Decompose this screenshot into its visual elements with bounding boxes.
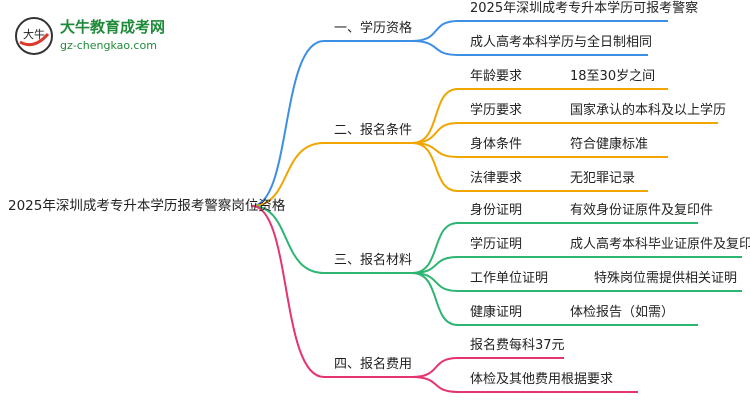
- logo-mark-text: 大牛: [23, 27, 45, 41]
- item-text-1-2: 成人高考本科学历与全日制相同: [470, 35, 653, 50]
- logo-name: 大牛教育成考网: [60, 18, 166, 36]
- item-connector-3-3: [411, 272, 742, 292]
- item-connector-2-4: [411, 142, 648, 192]
- logo-mark-icon: 大牛: [15, 17, 53, 55]
- item-connector-1-1: [411, 20, 668, 42]
- branch-label-2: 二、报名条件: [334, 123, 413, 138]
- branch-connector-1: [251, 40, 412, 207]
- item-connector-2-1: [411, 88, 668, 144]
- logo-url: gz-chengkao.com: [60, 39, 157, 52]
- item-connector-3-1: [411, 222, 698, 274]
- item-connector-3-2: [411, 256, 742, 274]
- item-connector-4-2: [411, 376, 638, 393]
- item-value-3-3: 特殊岗位需提供相关证明: [594, 271, 738, 286]
- item-label-3-2: 学历证明: [470, 237, 523, 252]
- item-label-3-4: 健康证明: [470, 305, 523, 320]
- item-label-2-4: 法律要求: [470, 171, 523, 186]
- branch-label-4: 四、报名费用: [334, 357, 413, 372]
- item-text-1-1: 2025年深圳成考专升本学历可报考警察: [470, 1, 699, 16]
- item-label-2-1: 年龄要求: [470, 69, 523, 84]
- item-value-2-1: 18至30岁之间: [570, 69, 656, 84]
- branch-connector-4: [251, 205, 412, 378]
- item-value-3-2: 成人高考本科毕业证原件及复印件: [570, 237, 750, 252]
- site-logo[interactable]: 大牛 大牛教育成考网 gz-chengkao.com: [14, 14, 204, 60]
- root-topic: 2025年深圳成考专升本学历报考警察岗位资格: [8, 198, 286, 214]
- branch-connector-2: [251, 142, 412, 207]
- branch-connector-3: [251, 205, 412, 274]
- item-value-2-4: 无犯罪记录: [570, 171, 636, 186]
- item-label-3-1: 身份证明: [470, 203, 523, 218]
- item-connector-2-3: [411, 142, 668, 158]
- item-text-4-1: 报名费每科37元: [470, 338, 565, 353]
- item-connector-1-2: [411, 40, 648, 56]
- item-value-2-3: 符合健康标准: [570, 137, 649, 152]
- item-connector-2-2: [411, 122, 718, 144]
- item-connector-4-1: [411, 357, 564, 378]
- item-value-3-4: 体检报告（如需）: [570, 305, 675, 320]
- item-label-2-3: 身体条件: [470, 137, 523, 152]
- branch-label-3: 三、报名材料: [334, 253, 413, 268]
- item-connector-3-4: [411, 272, 698, 326]
- item-value-2-2: 国家承认的本科及以上学历: [570, 103, 727, 118]
- item-value-3-1: 有效身份证原件及复印件: [570, 203, 714, 218]
- item-text-4-2: 体检及其他费用根据要求: [470, 372, 614, 387]
- item-label-3-3: 工作单位证明: [470, 271, 549, 286]
- item-label-2-2: 学历要求: [470, 103, 523, 118]
- branch-label-1: 一、学历资格: [334, 21, 413, 36]
